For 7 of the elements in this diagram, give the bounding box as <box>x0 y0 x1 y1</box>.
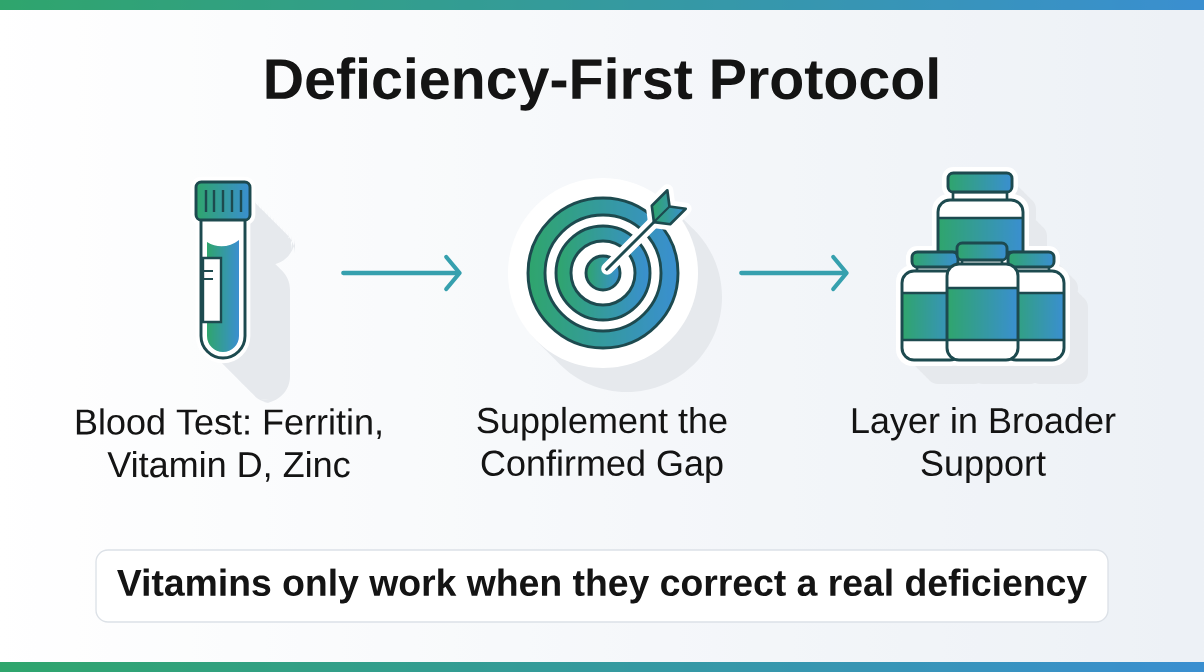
step-label: Supplement the Confirmed Gap <box>477 406 727 484</box>
arrow <box>739 254 849 292</box>
banner: Vitamins only work when they correct a real deficiency <box>95 549 1109 623</box>
step-label: Blood Test: Ferritin, Vitamin D, Zinc <box>76 408 381 482</box>
title: Deficiency-First Protocol <box>266 57 938 111</box>
arrow <box>341 254 462 292</box>
step-label: Layer in Broader Support <box>852 406 1116 484</box>
